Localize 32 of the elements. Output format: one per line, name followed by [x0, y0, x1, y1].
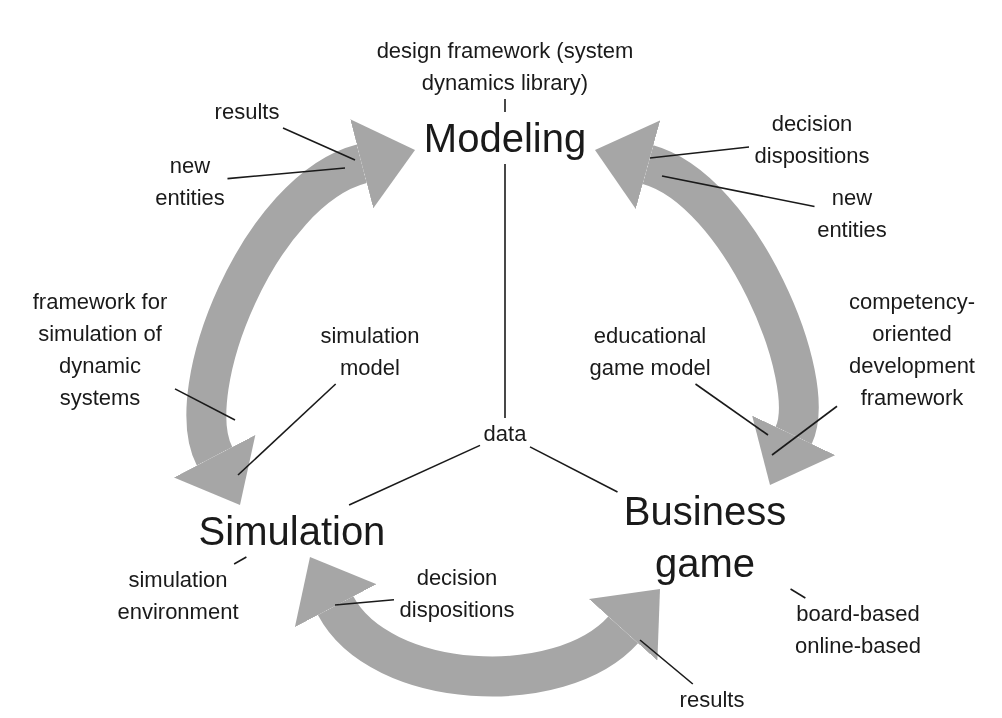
connector-line — [504, 163, 506, 419]
leader-line — [649, 146, 750, 159]
annotation-label: design framework (system dynamics library) — [372, 35, 638, 99]
annotation-label: new entities — [152, 150, 228, 214]
connector-line — [529, 446, 619, 493]
leader-line — [639, 639, 694, 685]
leader-line — [771, 405, 838, 456]
leader-line — [334, 598, 395, 606]
leader-line — [661, 175, 816, 208]
annotation-label: simulation environment — [113, 564, 243, 628]
annotation-label: framework for simulation of dynamic systems — [25, 286, 175, 414]
leader-line — [694, 383, 769, 436]
annotation-label: simulation model — [314, 320, 426, 384]
leader-line — [226, 167, 346, 180]
stage-label: Simulation — [192, 505, 392, 557]
annotation-label: data — [480, 418, 530, 450]
annotation-label: board-based online-based — [788, 598, 928, 662]
stage-label: Modeling — [415, 112, 595, 164]
leader-line — [237, 383, 337, 476]
leader-line — [233, 556, 248, 565]
leader-line — [282, 127, 356, 161]
stage-label: Business game — [617, 485, 793, 589]
connector-line — [348, 444, 481, 506]
annotation-label: educational game model — [575, 320, 725, 384]
annotation-label: new entities — [814, 182, 890, 246]
leader-line — [789, 588, 807, 599]
leader-line — [504, 98, 506, 113]
annotation-label: results — [672, 684, 752, 716]
annotation-label: competency-oriented development framework — [837, 286, 987, 414]
annotation-label: results — [209, 96, 285, 128]
annotation-label: decision dispositions — [394, 562, 520, 626]
annotation-label: decision dispositions — [749, 108, 875, 172]
